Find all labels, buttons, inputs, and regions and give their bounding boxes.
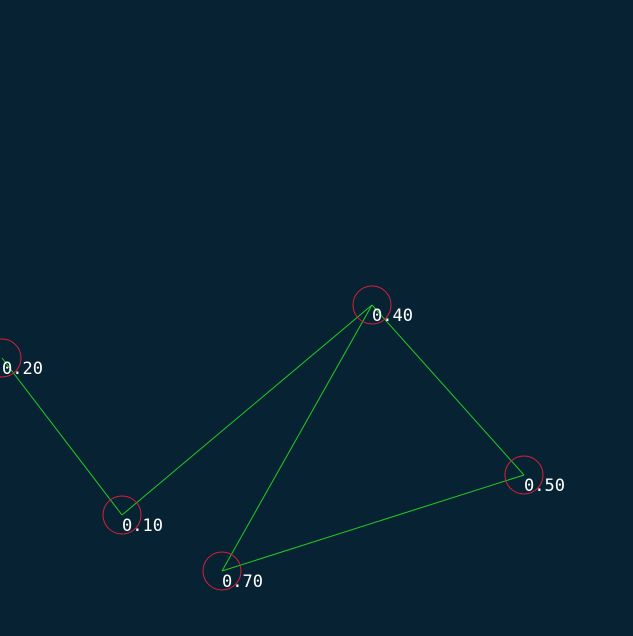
node-n2[interactable]: 0.10: [102, 495, 163, 536]
node-ring: [102, 495, 142, 535]
edges-layer: [1, 304, 525, 572]
nodes-layer: 0.20 0.10 0.40 0.70 0.50: [0, 285, 565, 592]
node-n3[interactable]: 0.40: [352, 285, 413, 326]
edge-n4-n5: [221, 474, 525, 572]
edge-n3-n5: [371, 304, 525, 476]
node-label: 0.50: [524, 476, 565, 496]
edge-n1-n2: [1, 357, 123, 516]
edge-n3-n4: [221, 304, 373, 572]
node-n4[interactable]: 0.70: [202, 551, 263, 592]
node-ring: [504, 455, 544, 495]
node-ring: [352, 285, 392, 325]
node-n5[interactable]: 0.50: [504, 455, 565, 496]
node-label: 0.40: [372, 306, 413, 326]
node-label: 0.20: [2, 359, 43, 379]
node-n1[interactable]: 0.20: [0, 338, 43, 379]
node-label: 0.70: [222, 572, 263, 592]
node-ring: [202, 551, 242, 591]
edge-n2-n3: [121, 304, 373, 516]
node-label: 0.10: [122, 516, 163, 536]
node-ring: [0, 338, 22, 378]
